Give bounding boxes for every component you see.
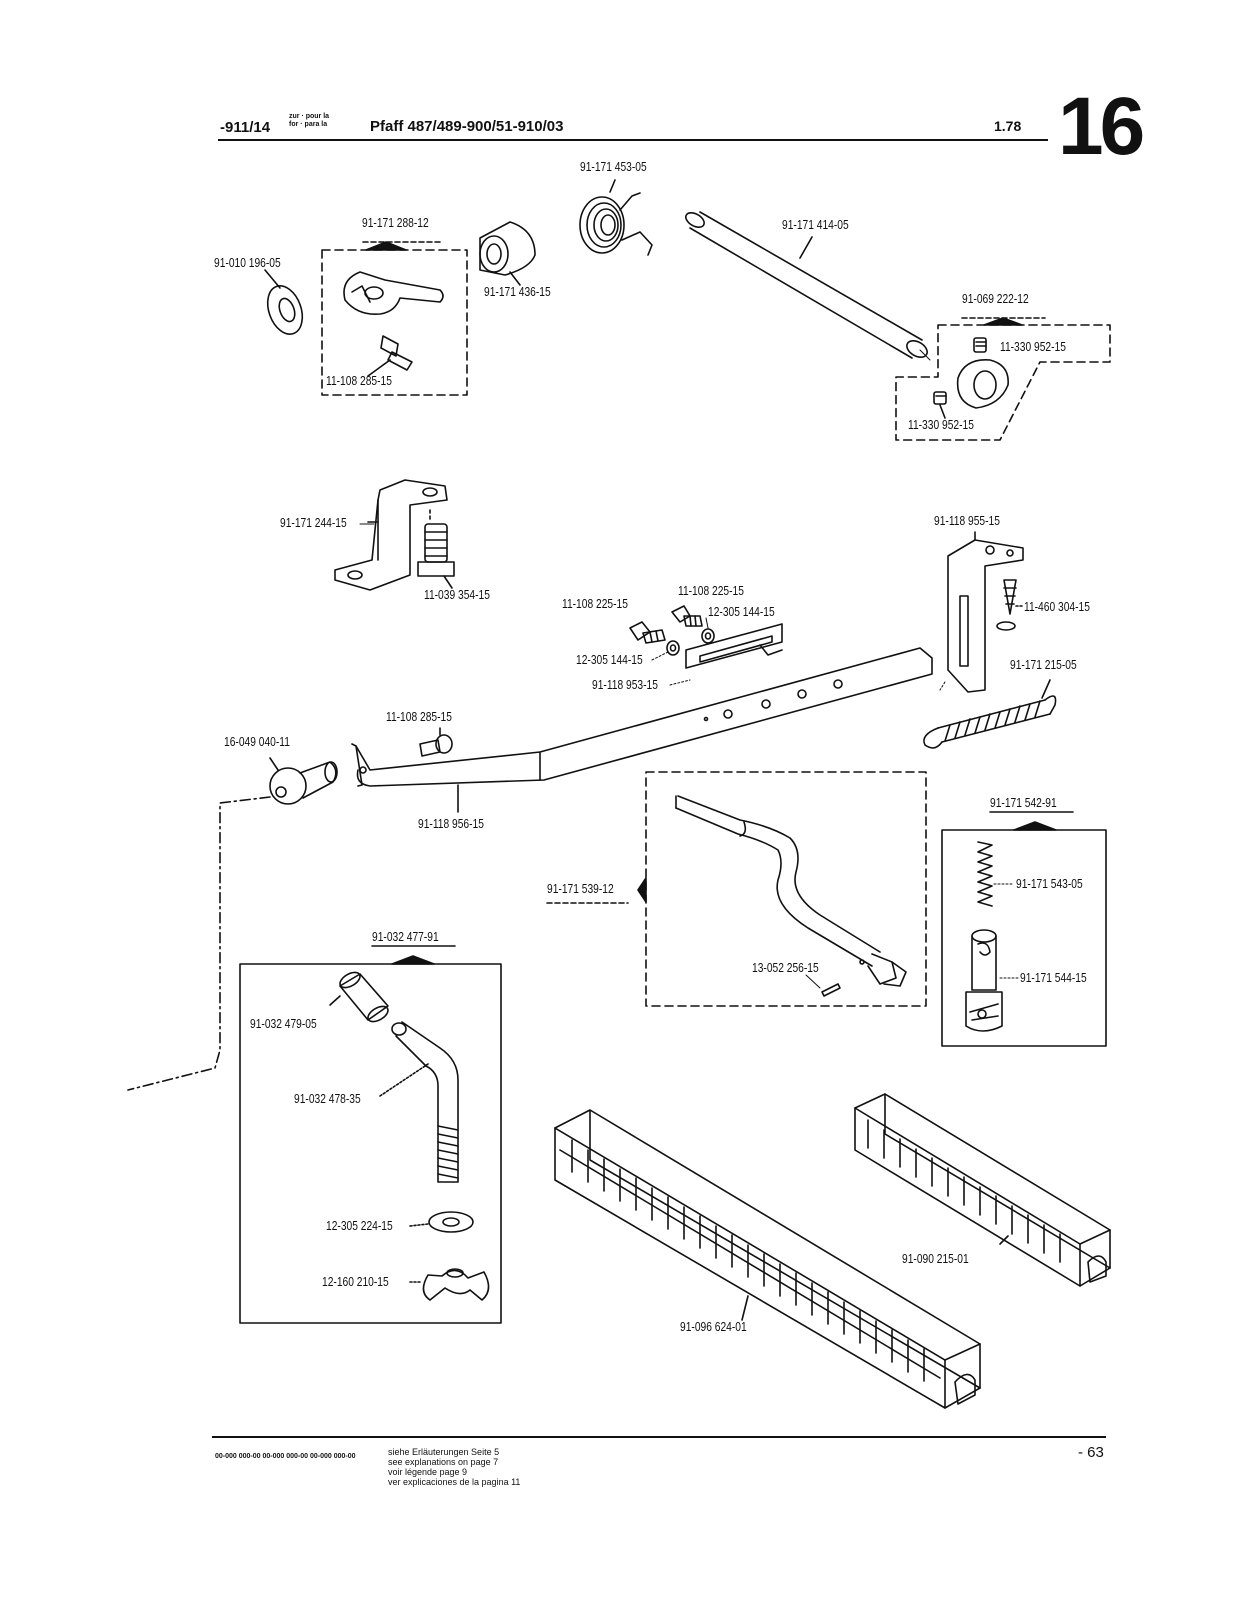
label-288-12: 91-171 288-12 [362, 216, 429, 230]
bracket-244-15 [334, 479, 448, 591]
group-pointer-288-12 [365, 241, 407, 251]
code-format-legend: 00-000 000-00 00-000 000-00 00-000 000-0… [215, 1453, 356, 1460]
washer-196-05 [264, 269, 304, 335]
label-196-05: 91-010 196-05 [214, 256, 281, 270]
for-label-line2: for · para la [289, 121, 328, 128]
washer-144-15a [666, 640, 680, 656]
note-spanish: ver explicaciones de la pagina 11 [388, 1477, 521, 1487]
section-number: 16 [1058, 81, 1145, 172]
washer-224-15 [409, 1211, 474, 1233]
channel-rail-215-01 [854, 1093, 1111, 1287]
plunger-544-15 [965, 929, 1003, 1032]
slotted-plate-953-15 [685, 623, 783, 669]
label-624-01: 91-096 624-01 [680, 1320, 747, 1334]
footer-rule [212, 1436, 1106, 1438]
label-543-05: 91-171 543-05 [1016, 877, 1083, 891]
spring-543-05 [977, 841, 993, 907]
crank-rod-539-12 [675, 795, 907, 987]
bolt-354-15 [417, 509, 455, 589]
washer-144-15b [701, 628, 715, 644]
page-number: - 63 [1078, 1444, 1104, 1461]
label-953-15: 91-118 953-15 [592, 678, 658, 692]
screw-225-15a [629, 621, 666, 644]
label-477-91: 91-032 477-91 [372, 930, 439, 944]
label-222-12: 91-069 222-12 [962, 292, 1029, 306]
note-german: siehe Erläuterungen Seite 5 [388, 1447, 500, 1457]
label-539-12: 91-171 539-12 [547, 882, 614, 896]
for-label-line1: zur · pour la [289, 113, 330, 120]
label-478-35: 91-032 478-35 [294, 1092, 361, 1106]
label-354-15: 11-039 354-15 [424, 588, 490, 602]
bracket-955-15 [947, 531, 1024, 693]
pin-256-15 [821, 983, 841, 997]
label-479-05: 91-032 479-05 [250, 1017, 317, 1031]
leader-lines [359, 349, 1019, 989]
label-956-15: 91-118 956-15 [418, 817, 484, 831]
l-bolt-478-35 [379, 1021, 459, 1183]
group-pointer-477-91 [391, 955, 435, 965]
channel-rail-624-01 [554, 1109, 981, 1409]
label-210-15: 12-160 210-15 [322, 1275, 389, 1289]
group-pointer-542-91 [1013, 821, 1057, 831]
label-215-01: 91-090 215-01 [902, 1252, 969, 1266]
label-040-11: 16-049 040-11 [224, 735, 290, 749]
label-453-05: 91-171 453-05 [580, 160, 647, 174]
label-244-15: 91-171 244-15 [280, 516, 347, 530]
label-304-15: 11-460 304-15 [1024, 600, 1090, 614]
label-542-91: 91-171 542-91 [990, 796, 1057, 810]
label-144-15a: 12-305 144-15 [576, 653, 643, 667]
label-955-15: 91-118 955-15 [934, 514, 1000, 528]
label-144-15b: 12-305 144-15 [708, 605, 775, 619]
label-544-15: 91-171 544-15 [1020, 971, 1087, 985]
label-436-15: 91-171 436-15 [484, 285, 551, 299]
note-english: see explanations on page 7 [388, 1457, 499, 1467]
catalog-code: -911/14 [220, 119, 271, 136]
group-box-477-91 [239, 963, 502, 1324]
note-french: voir légende page 9 [388, 1467, 468, 1477]
group-box-222-12 [895, 324, 1111, 441]
bushing-436-15 [479, 221, 536, 286]
group-pointer-222-12 [983, 317, 1023, 326]
tension-spring-215-05 [923, 679, 1057, 749]
torsion-spring-453-05 [579, 179, 653, 256]
ball-joint-040-11 [127, 757, 338, 1091]
label-256-15: 13-052 256-15 [752, 961, 819, 975]
edition-date: 1.78 [994, 118, 1022, 134]
page-title: Pfaff 487/489-900/51-910/03 [370, 118, 564, 135]
group-pointer-539-12 [637, 877, 647, 903]
wing-nut-210-15 [409, 1268, 490, 1301]
label-285-15b: 11-108 285-15 [386, 710, 452, 724]
label-225-15a: 11-108 225-15 [562, 597, 628, 611]
label-414-05: 91-171 414-05 [782, 218, 849, 232]
label-952-15b: 11-330 952-15 [908, 418, 974, 432]
label-285-15a: 11-108 285-15 [326, 374, 392, 388]
collar-222-12 [933, 337, 1009, 419]
wood-screw-304-15 [996, 579, 1025, 631]
screw-285-15a [367, 335, 413, 377]
screw-285-15b [419, 727, 453, 757]
label-215-05: 91-171 215-05 [1010, 658, 1077, 672]
screw-225-15b [671, 605, 703, 627]
for-label: zur · pour la for · para la [289, 113, 329, 129]
shaft-414-05 [685, 211, 928, 359]
header-rule [218, 139, 1048, 141]
label-952-15a: 11-330 952-15 [1000, 340, 1066, 354]
connecting-bar-956-15 [351, 647, 933, 813]
label-224-15: 12-305 224-15 [326, 1219, 393, 1233]
sleeve-479-05 [329, 971, 389, 1023]
explanation-notes: siehe Erläuterungen Seite 5 see explanat… [388, 1447, 520, 1487]
lever-288-12 [343, 271, 444, 316]
label-225-15b: 11-108 225-15 [678, 584, 744, 598]
